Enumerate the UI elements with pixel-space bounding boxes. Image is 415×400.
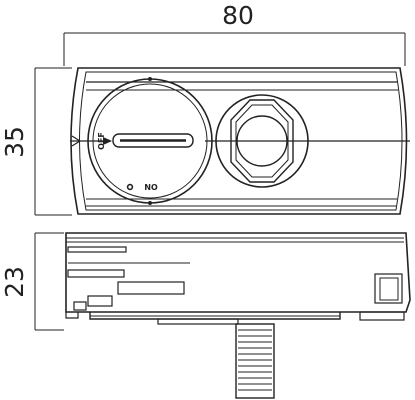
top-view [70, 67, 410, 215]
side-view-outline [65, 232, 411, 313]
dimension-depth: 23 [0, 232, 64, 331]
side-view [65, 232, 411, 399]
threaded-stem [235, 323, 275, 399]
selector-disc [70, 77, 213, 205]
dimension-height: 35 [0, 67, 72, 216]
width-label: 80 [222, 1, 254, 30]
off-label: OFF [97, 132, 106, 150]
on-label: ON [144, 182, 158, 191]
height-label: 35 [0, 126, 29, 158]
top-view-outline [70, 67, 408, 215]
dimension-width: 80 [63, 1, 406, 66]
switch-slot [112, 133, 194, 148]
depth-label: 23 [0, 266, 29, 298]
hex-nut [215, 94, 309, 188]
